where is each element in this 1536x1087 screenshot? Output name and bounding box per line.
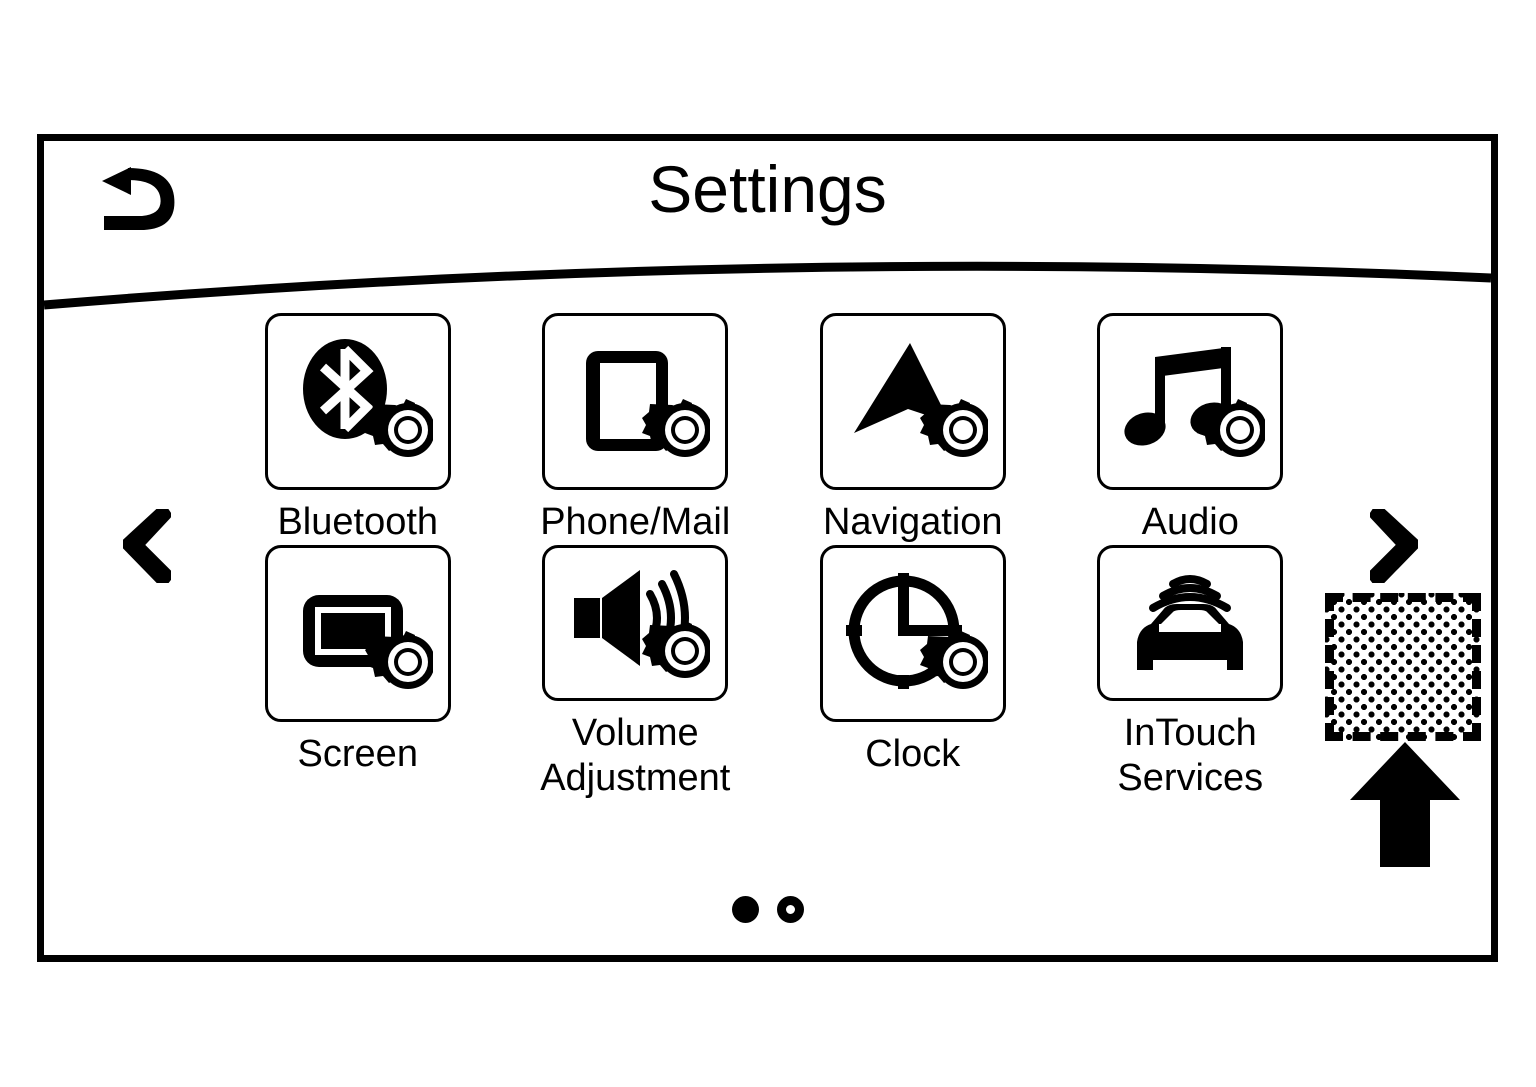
up-arrow-pointer — [1350, 742, 1460, 867]
navigation-arrow-gear-icon — [853, 342, 988, 457]
settings-tile-grid: Bluetooth Phone/Mail — [219, 313, 1330, 799]
page-title: Settings — [648, 152, 887, 226]
tile-label: Audio — [1141, 501, 1239, 543]
tile-audio[interactable]: Audio — [1052, 313, 1330, 545]
page-dot-1[interactable] — [731, 896, 759, 923]
previous-page-button[interactable] — [112, 506, 182, 586]
tile-intouch-services[interactable]: InTouch Services — [1052, 545, 1330, 799]
tile-volume-adjustment[interactable]: Volume Adjustment — [497, 545, 775, 799]
chevron-left-icon — [123, 509, 171, 583]
tile-clock-box[interactable] — [819, 545, 1006, 722]
tile-label: InTouch Services — [1117, 712, 1264, 799]
tile-label: Screen — [297, 733, 418, 775]
tile-audio-box[interactable] — [1097, 313, 1284, 490]
tile-screen[interactable]: Screen — [219, 545, 497, 777]
tile-volume-adjustment-box[interactable] — [542, 545, 729, 701]
tile-label: Bluetooth — [277, 501, 439, 543]
pagination-dots — [44, 896, 1491, 923]
tile-bluetooth-box[interactable] — [264, 313, 451, 490]
tile-clock[interactable]: Clock — [774, 545, 1052, 777]
bluetooth-gear-icon — [302, 338, 433, 457]
tile-navigation-box[interactable] — [819, 313, 1006, 490]
screen-header: Settings — [43, 141, 1492, 310]
tile-intouch-services-box[interactable] — [1097, 545, 1284, 701]
gear-badge — [364, 630, 433, 689]
gear-badge — [919, 630, 988, 689]
gear-badge — [642, 398, 711, 457]
clock-gear-icon — [845, 572, 988, 689]
next-page-button[interactable] — [1359, 506, 1429, 586]
header-divider-curve — [43, 261, 1492, 310]
gear-badge — [364, 398, 433, 457]
tile-label: Clock — [865, 733, 961, 775]
tile-label: Volume Adjustment — [540, 712, 731, 799]
gear-badge — [1197, 398, 1266, 457]
tile-screen-box[interactable] — [264, 545, 451, 722]
page-dot-2[interactable] — [776, 896, 804, 923]
tile-label: Navigation — [822, 501, 1003, 543]
tile-navigation[interactable]: Navigation — [774, 313, 1052, 545]
chevron-right-icon — [1370, 509, 1418, 583]
phone-gear-icon — [586, 350, 711, 457]
gear-badge — [919, 398, 988, 457]
tile-label: Phone/Mail — [540, 501, 731, 543]
back-button[interactable] — [96, 163, 178, 235]
tile-phone-mail[interactable]: Phone/Mail — [497, 313, 775, 545]
screen-gear-icon — [302, 594, 433, 689]
gear-badge — [642, 620, 711, 678]
dashed-hatched-placeholder — [1325, 593, 1481, 741]
music-note-gear-icon — [1124, 346, 1266, 457]
speaker-gear-icon — [574, 570, 711, 678]
tile-bluetooth[interactable]: Bluetooth — [219, 313, 497, 545]
connected-car-icon — [1137, 575, 1244, 670]
back-arrow-icon — [102, 167, 175, 230]
infotainment-screen-frame: Settings — [37, 134, 1498, 962]
tile-phone-mail-box[interactable] — [542, 313, 729, 490]
